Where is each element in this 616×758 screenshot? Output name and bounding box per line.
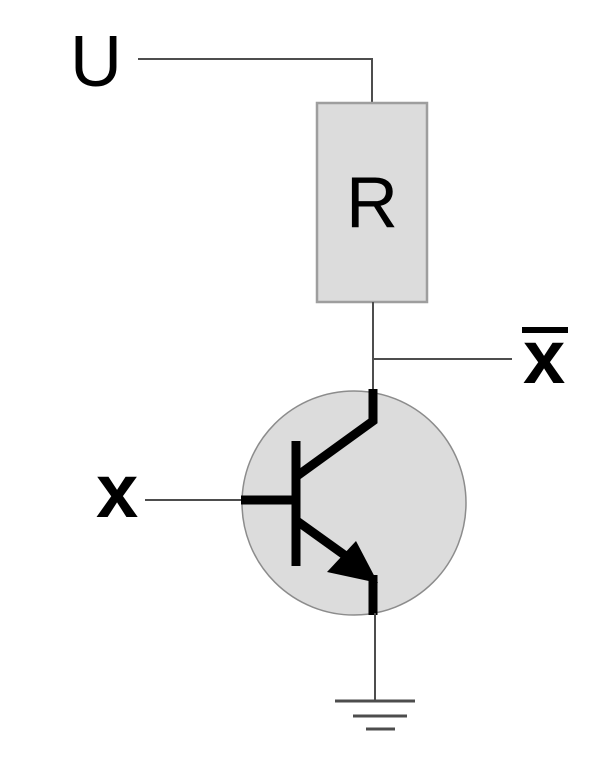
- resistor-body: [315, 101, 429, 304]
- output-label: x: [523, 315, 565, 400]
- output-label-overline: [522, 327, 568, 333]
- transistor-emitter-lead: [294, 517, 353, 563]
- resistor-label: R: [346, 163, 398, 243]
- input-label: x: [96, 449, 138, 534]
- npn-transistor-symbol: [241, 389, 378, 615]
- ground-symbol-icon: [335, 699, 415, 731]
- output-label-group: x: [522, 315, 568, 400]
- transistor-emitter-arrow-icon: [327, 541, 378, 583]
- supply-label: U: [70, 22, 122, 102]
- supply-wire: [138, 58, 373, 104]
- transistor-collector-lead: [294, 389, 378, 480]
